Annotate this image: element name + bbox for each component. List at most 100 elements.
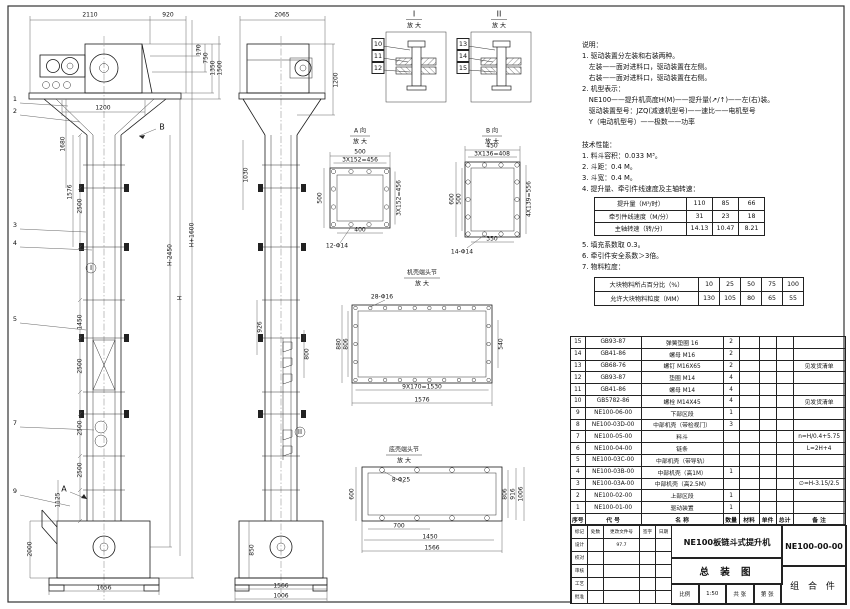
- tech-specs-block: 技术性能：1. 料斗容积：0.033 M³。2. 斗距：0.4 M。3. 斗宽：…: [582, 140, 699, 195]
- table-cell: NE100-05-00: [584, 430, 642, 444]
- table-cell: [738, 453, 760, 467]
- table-cell: 13: [570, 359, 586, 373]
- table-cell: 中部机壳（带检视门）: [640, 418, 724, 432]
- table-cell: NE100-03B-00: [584, 465, 642, 479]
- table-cell: [639, 577, 656, 591]
- sheets-total-label: 共 张: [726, 583, 754, 605]
- table-cell: [655, 564, 672, 578]
- table-cell: 垫圈 M14: [640, 371, 724, 385]
- view-a-arrowhead: [81, 494, 87, 499]
- table-cell: [775, 453, 794, 467]
- table-cell: [738, 489, 760, 503]
- text-line: 右装——面对进料口，驱动装置在右侧。: [582, 74, 712, 82]
- table-cell: 大块物料所占百分比（%）: [594, 277, 699, 292]
- text-line: Y（电动机型号）——极数——功率: [582, 118, 695, 126]
- table-cell: 2: [722, 336, 740, 349]
- table-cell: [738, 477, 760, 491]
- table-cell: 1: [722, 406, 740, 420]
- table-cell: 10: [570, 394, 586, 408]
- table-cell: 弹簧垫圈 16: [640, 336, 724, 349]
- table-cell: 18: [738, 209, 765, 223]
- table-cell: [603, 590, 640, 604]
- table-cell: [758, 501, 777, 514]
- table-cell: 3: [570, 477, 586, 491]
- table-cell: 8.21: [738, 222, 765, 236]
- table-cell: 4: [722, 383, 740, 396]
- table-cell: [587, 577, 604, 591]
- text-line: 左装——面对进料口，驱动装置在左侧。: [582, 63, 712, 71]
- table-cell: [738, 383, 760, 396]
- table-cell: [775, 430, 794, 444]
- table-cell: [758, 453, 777, 467]
- table-cell: [758, 406, 777, 420]
- table-cell: [655, 551, 672, 565]
- table-cell: NE100-04-00: [584, 442, 642, 455]
- tech-specs-block-2: 5. 填充系数取 0.3。6. 牵引件安全系数＞3倍。7. 物料粒度：: [582, 240, 663, 273]
- table-cell: [639, 551, 656, 565]
- table-cell: [722, 442, 740, 455]
- drawing-number: NE100-00-00: [781, 525, 847, 567]
- table-cell: [738, 347, 760, 361]
- table-cell: [655, 538, 672, 552]
- table-cell: 23: [712, 209, 739, 223]
- table-cell: 驱动装置: [640, 501, 724, 514]
- table-cell: 4: [570, 465, 586, 479]
- table-cell: 97.7: [603, 538, 640, 552]
- table-cell: [722, 430, 740, 444]
- table-cell: 75: [761, 277, 783, 292]
- table-cell: [758, 371, 777, 385]
- sheet-number-label: 第 张: [753, 583, 781, 605]
- table-cell: [775, 383, 794, 396]
- table-cell: [639, 538, 656, 552]
- table-cell: ∅=H-3.15/2.5: [792, 477, 846, 491]
- table-cell: NE100-03A-00: [584, 477, 642, 491]
- table-cell: [775, 371, 794, 385]
- detail-section-i: [382, 19, 447, 103]
- table-cell: 25: [719, 277, 741, 292]
- table-cell: 牵引件线速度（M/分）: [594, 209, 687, 223]
- table-cell: 65: [761, 291, 783, 306]
- table-cell: 工艺: [571, 577, 588, 591]
- table-cell: [792, 418, 846, 432]
- front-elevation-view: [28, 36, 182, 600]
- table-cell: [758, 336, 777, 349]
- view-b-detail: [464, 135, 521, 238]
- side-view-dimension-lines: [234, 16, 335, 601]
- table-cell: [738, 336, 760, 349]
- table-cell: 更改文件号: [603, 525, 640, 539]
- table-cell: [738, 442, 760, 455]
- table-cell: 审核: [571, 564, 588, 578]
- table-cell: 提升量（M³/时）: [594, 197, 687, 211]
- table-cell: NE100-03C-00: [584, 453, 642, 467]
- table-cell: [792, 371, 846, 385]
- table-cell: [758, 430, 777, 444]
- table-cell: 10: [698, 277, 720, 292]
- scale-label: 比例: [671, 583, 699, 605]
- table-cell: 下部区段: [640, 406, 724, 420]
- side-elevation-view: [234, 36, 328, 600]
- view-a-dimension-lines: [323, 152, 396, 244]
- table-cell: 1: [722, 465, 740, 479]
- table-cell: [603, 564, 640, 578]
- table-cell: [758, 418, 777, 432]
- table-cell: [792, 406, 846, 420]
- view-b-dimension-lines: [455, 146, 527, 249]
- table-cell: [758, 489, 777, 503]
- table-cell: [738, 430, 760, 444]
- table-cell: [639, 590, 656, 604]
- table-cell: 螺母 M16: [640, 347, 724, 361]
- table-cell: [775, 336, 794, 349]
- table-cell: 见发货清单: [792, 394, 846, 408]
- table-cell: [775, 501, 794, 514]
- table-cell: [738, 418, 760, 432]
- table-cell: 螺钉 M16X65: [640, 359, 724, 373]
- table-cell: 1: [722, 501, 740, 514]
- table-cell: [758, 477, 777, 491]
- table-cell: [775, 347, 794, 361]
- table-cell: 签字: [639, 525, 656, 539]
- table-cell: 4: [722, 394, 740, 408]
- table-cell: 8: [570, 418, 586, 432]
